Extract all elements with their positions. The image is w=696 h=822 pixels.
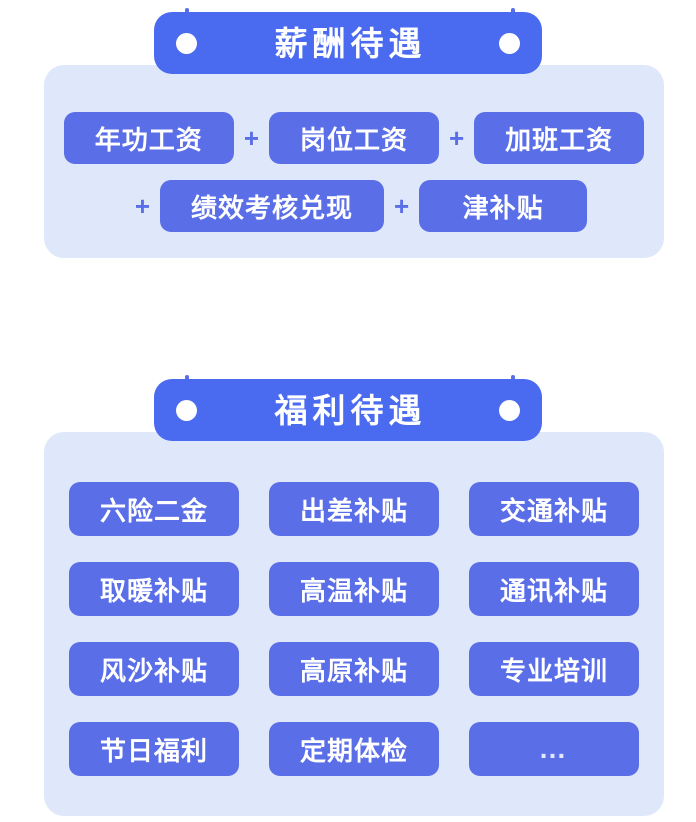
benefit-item-jieri[interactable]: 节日福利 [69, 722, 239, 776]
benefits-panel: 六险二金 出差补贴 交通补贴 取暖补贴 高温补贴 通讯补贴 风沙补贴 高原补贴 … [44, 432, 664, 816]
benefits-title: 福利待遇 [274, 391, 427, 429]
benefit-item-liuxianerjin[interactable]: 六险二金 [69, 482, 239, 536]
compensation-banner-wrap: 薪酬待遇 [0, 12, 696, 74]
banner-dot-left-icon [176, 400, 197, 421]
compensation-row-1: 年功工资 + 岗位工资 + 加班工资 [44, 112, 664, 164]
benefit-item-gaowen[interactable]: 高温补贴 [269, 562, 439, 616]
compensation-item-gangwei[interactable]: 岗位工资 [269, 112, 439, 164]
compensation-item-jixiao[interactable]: 绩效考核兑现 [160, 180, 384, 232]
compensation-item-nianggong[interactable]: 年功工资 [63, 112, 234, 164]
banner-dot-right-icon [499, 400, 520, 421]
benefit-item-zhuanyepeixun[interactable]: 专业培训 [469, 642, 639, 696]
plus-separator: + [243, 123, 259, 153]
plus-separator-leading: + [134, 191, 150, 221]
compensation-title: 薪酬待遇 [274, 24, 427, 62]
benefit-item-tijian[interactable]: 定期体检 [269, 722, 439, 776]
compensation-item-jinbutie[interactable]: 津补贴 [419, 180, 588, 232]
benefit-item-chuchai[interactable]: 出差补贴 [269, 482, 439, 536]
section-compensation: 年功工资 + 岗位工资 + 加班工资 + 绩效考核兑现 + 津补贴 [0, 8, 696, 258]
plus-separator: + [449, 123, 465, 153]
compensation-banner: 薪酬待遇 [154, 12, 542, 74]
benefits-grid: 六险二金 出差补贴 交通补贴 取暖补贴 高温补贴 通讯补贴 风沙补贴 高原补贴 … [44, 482, 664, 776]
benefits-banner: 福利待遇 [154, 379, 542, 441]
banner-dot-left-icon [176, 33, 197, 54]
benefit-item-jiaotong[interactable]: 交通补贴 [469, 482, 639, 536]
benefit-item-fengsha[interactable]: 风沙补贴 [69, 642, 239, 696]
benefit-item-more[interactable]: … [469, 722, 639, 776]
benefits-banner-wrap: 福利待遇 [0, 379, 696, 441]
compensation-item-jiaban[interactable]: 加班工资 [474, 112, 645, 164]
section-benefits: 六险二金 出差补贴 交通补贴 取暖补贴 高温补贴 通讯补贴 风沙补贴 高原补贴 … [0, 375, 696, 816]
benefit-item-tongxun[interactable]: 通讯补贴 [469, 562, 639, 616]
benefit-item-qunuan[interactable]: 取暖补贴 [69, 562, 239, 616]
banner-dot-right-icon [499, 33, 520, 54]
benefit-item-gaoyuan[interactable]: 高原补贴 [269, 642, 439, 696]
plus-separator: + [394, 191, 410, 221]
compensation-row-2: + 绩效考核兑现 + 津补贴 [44, 180, 664, 232]
compensation-panel: 年功工资 + 岗位工资 + 加班工资 + 绩效考核兑现 + 津补贴 [44, 65, 664, 258]
